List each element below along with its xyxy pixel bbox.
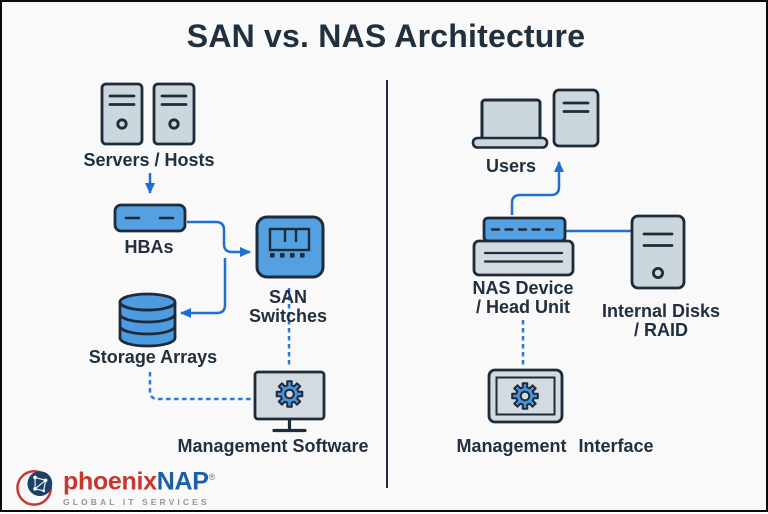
server-tower-icon: [100, 82, 144, 146]
san-switch-icon: [255, 215, 325, 279]
arrow-nas-to-users: [510, 161, 564, 215]
center-divider: [386, 80, 388, 488]
hbas-label: HBAs: [124, 237, 174, 257]
san-switches-label: SAN Switches: [248, 287, 328, 326]
arrow-switches-to-storage: [180, 258, 227, 318]
trademark-symbol: ®: [208, 472, 216, 483]
globe-network-icon: [16, 469, 53, 506]
internal-disks-label: Internal Disks / RAID: [601, 301, 721, 340]
server-tower-icon: [152, 82, 196, 146]
dash-storage-to-management: [148, 372, 253, 401]
management-software-label: Management Software: [177, 436, 369, 456]
hba-icon: [113, 203, 187, 233]
storage-array-icon: [118, 292, 177, 348]
management-monitor-icon: [253, 370, 326, 433]
solid-connectors: [145, 161, 631, 318]
internal-disks-icon: [630, 214, 686, 290]
phoenixnap-logo: phoenixNAP® GLOBAL IT SERVICES: [16, 463, 215, 509]
users-label: Users: [485, 156, 537, 176]
logo-tagline: GLOBAL IT SERVICES: [63, 496, 210, 507]
nas-device-icon: [472, 216, 575, 277]
nas-device-label: NAS Device / Head Unit: [472, 278, 574, 317]
management-tablet-icon: [487, 368, 564, 424]
laptop-icon: [471, 98, 549, 149]
storage-arrays-label: Storage Arrays: [88, 347, 218, 367]
arrow-hbas-to-switches: [187, 220, 251, 257]
dashed-connectors: [148, 288, 525, 401]
gear-icon: [275, 380, 304, 408]
gear-icon: [511, 382, 539, 410]
desktop-tower-icon: [552, 88, 600, 148]
logo-brand: phoenixNAP®: [63, 467, 216, 496]
page-title: SAN vs. NAS Architecture: [186, 18, 586, 54]
management-interface-label: Management Interface: [456, 436, 654, 456]
servers-hosts-label: Servers / Hosts: [83, 150, 215, 170]
